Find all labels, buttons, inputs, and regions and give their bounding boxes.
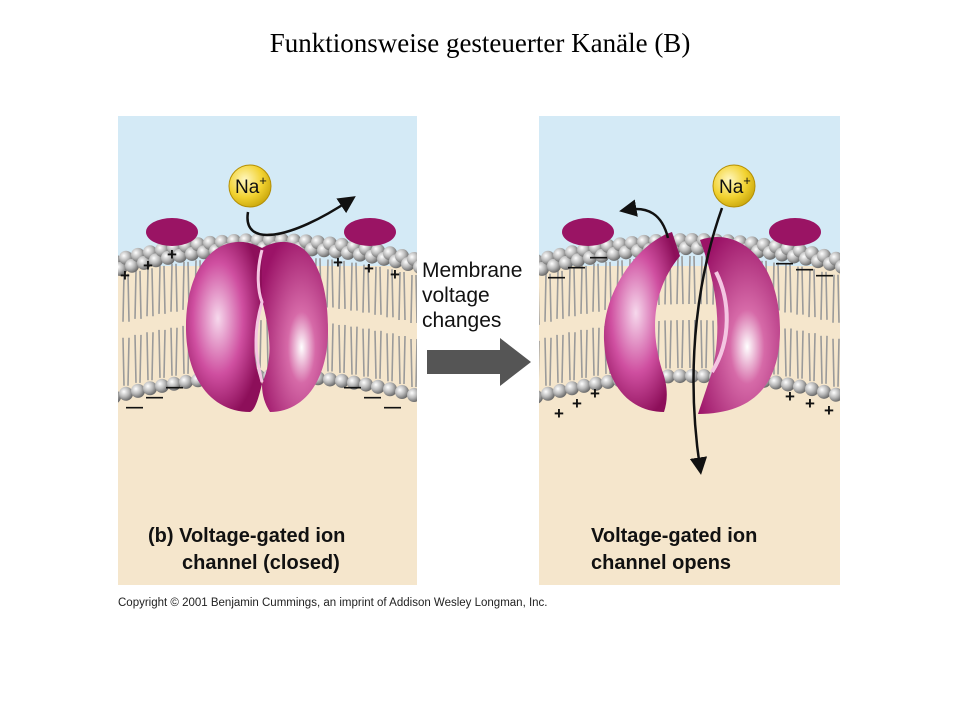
svg-text:+: + [785,387,795,406]
background-protein [769,218,821,246]
svg-text:—: — [796,259,813,278]
background-protein [344,218,396,246]
closed-channel-protein [185,241,328,412]
svg-text:+: + [572,394,582,413]
svg-text:—: — [816,265,833,284]
right-charges: — — — — — — + + + + + + [548,247,834,423]
transition-label-line2: voltage [422,284,490,307]
svg-text:+: + [805,394,815,413]
svg-text:+: + [824,401,834,420]
svg-text:—: — [384,397,401,416]
svg-text:+: + [590,384,600,403]
right-panel [539,116,840,585]
sodium-ion [712,164,756,208]
open-channel-protein [603,232,780,414]
slide-title: Funktionsweise gesteuerter Kanäle (B) [269,28,691,58]
background-protein [562,218,614,246]
blocked-ion-arrow [246,196,356,237]
background-protein [146,218,198,246]
left-caption-line1: (b) Voltage-gated ion [148,525,345,547]
svg-text:+: + [143,256,153,275]
svg-text:—: — [776,253,793,272]
right-caption-line1: Voltage-gated ion [591,525,757,547]
svg-text:+: + [390,265,400,284]
svg-text:—: — [166,377,183,396]
svg-text:—: — [126,397,143,416]
left-charges: + + + + + + — — — — — — [120,245,401,416]
svg-text:—: — [590,247,607,266]
svg-text:—: — [548,267,565,286]
left-caption-line2: channel (closed) [182,552,340,574]
svg-text:+: + [554,404,564,423]
svg-text:+: + [333,253,343,272]
ion-influx-arrow [689,207,724,475]
right-caption-line2: channel opens [591,552,731,574]
svg-text:—: — [146,387,163,406]
svg-text:—: — [364,387,381,406]
transition-label-line1: Membrane [422,259,522,282]
svg-text:+: + [120,266,130,285]
cytoplasm [539,266,840,585]
svg-text:+: + [167,245,177,264]
gate-movement-arrow [619,199,670,239]
left-sodium-label: Na+ [235,173,267,198]
transition-label-line3: changes [422,309,501,332]
sodium-ion [228,164,272,208]
svg-text:—: — [568,257,585,276]
svg-text:—: — [344,377,361,396]
transition-arrow-icon [427,338,531,386]
svg-text:+: + [364,259,374,278]
right-sodium-label: Na+ [719,173,751,198]
copyright-notice: Copyright © 2001 Benjamin Cummings, an i… [118,597,548,609]
left-panel [118,116,417,585]
